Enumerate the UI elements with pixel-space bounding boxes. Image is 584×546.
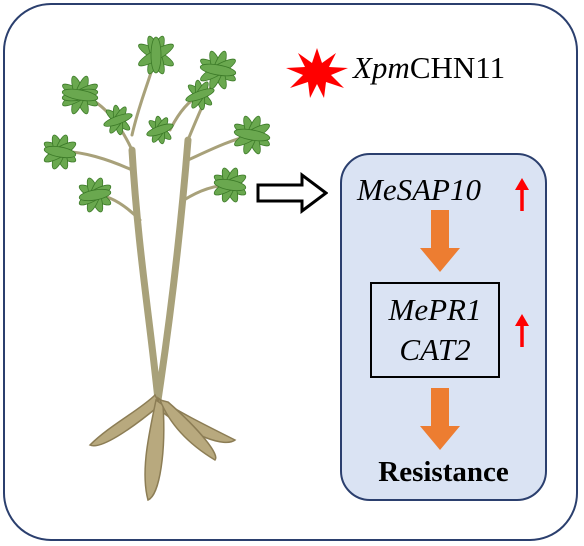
pathogen-name-rest: CHN11: [409, 50, 506, 85]
orange-down-arrow-icon: [420, 388, 460, 450]
resistance-outcome-label: Resistance: [378, 456, 509, 488]
hollow-right-arrow-icon: [256, 172, 328, 214]
pathogen-label: XpmCHN11: [353, 48, 505, 88]
target-genes-box: MePR1 CAT2: [370, 282, 500, 378]
orange-down-arrow-icon: [420, 210, 460, 272]
plant-roots: [88, 393, 237, 502]
pathogen-name-italic: Xpm: [353, 50, 410, 85]
gene-mesap10-label: MeSAP10: [357, 172, 481, 207]
upregulation-arrow-icon: [515, 314, 529, 347]
plant-stems: [58, 53, 254, 404]
plant-leaves: [43, 35, 271, 213]
red-starburst-icon: [286, 48, 348, 98]
gene-mepr1-label: MePR1: [388, 292, 482, 327]
cassava-plant-illustration: [43, 35, 271, 502]
gene-cat2-label: CAT2: [399, 332, 471, 367]
upregulation-arrow-icon: [515, 178, 529, 211]
